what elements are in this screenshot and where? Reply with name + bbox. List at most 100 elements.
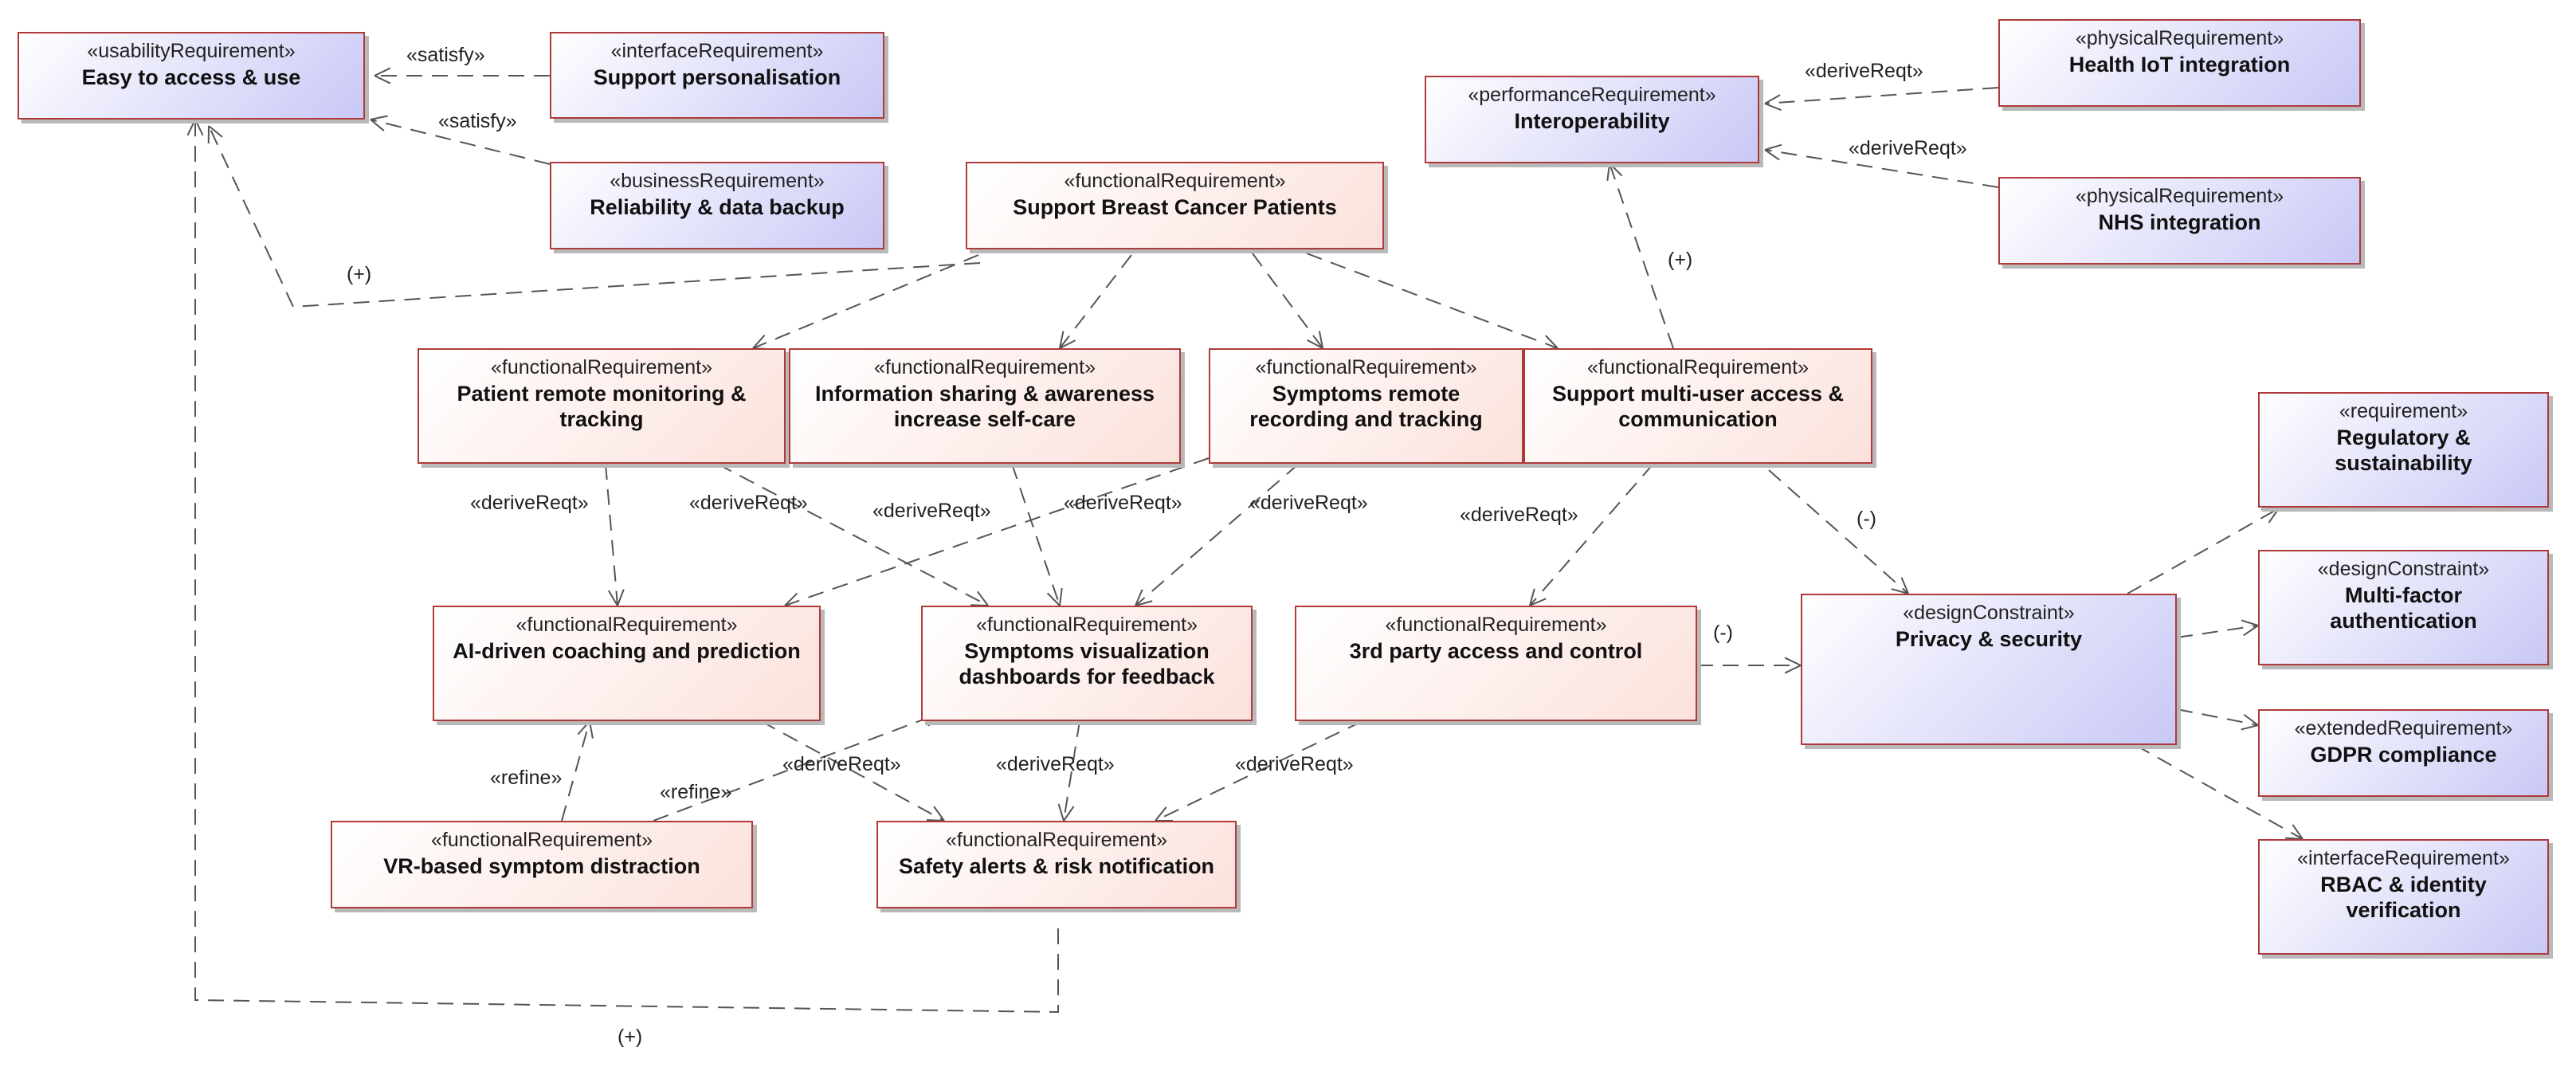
requirement-name: Information sharing & awareness increase… — [814, 382, 1155, 431]
arrowhead — [1307, 339, 1323, 349]
requirement-name: GDPR compliance — [2310, 743, 2497, 767]
dashed-line — [208, 125, 981, 308]
dependency-connector — [1011, 463, 1063, 606]
arrowhead — [2241, 724, 2259, 731]
connector-label: «satisfy» — [406, 44, 485, 66]
stereotype-label: «physicalRequirement» — [2075, 185, 2284, 207]
stereotype-label: «performanceRequirement» — [1468, 84, 1716, 106]
dependency-connector — [760, 720, 945, 822]
arrowhead — [1606, 163, 1610, 181]
requirement-name: Reliability & data backup — [590, 195, 845, 219]
dashed-line — [1764, 87, 1999, 104]
connector-label: «deriveReqt» — [1805, 60, 1923, 82]
connector-label: «refine» — [660, 781, 732, 803]
stereotype-label: «functionalRequirement» — [976, 614, 1198, 636]
requirement-third[interactable]: «functionalRequirement»3rd party access … — [1295, 606, 1697, 721]
requirement-ai[interactable]: «functionalRequirement»AI-driven coachin… — [433, 606, 821, 721]
arrowhead — [1529, 598, 1547, 606]
dashed-line — [716, 463, 989, 606]
requirement-name: NHS integration — [2098, 210, 2261, 234]
arrowhead — [194, 119, 204, 136]
connector-label: «satisfy» — [438, 110, 517, 132]
requirement-reg[interactable]: «requirement»Regulatory & sustainability — [2258, 392, 2549, 508]
stereotype-label: «functionalRequirement» — [431, 829, 653, 851]
dashed-line — [2135, 744, 2304, 840]
stereotype-label: «functionalRequirement» — [874, 356, 1096, 379]
arrowhead — [1764, 143, 1782, 151]
arrowhead — [1059, 339, 1076, 349]
requirement-name: VR-based symptom distraction — [383, 854, 700, 878]
arrowhead — [926, 818, 945, 822]
requirement-name: Privacy & security — [1895, 627, 2083, 651]
arrowhead — [607, 590, 618, 606]
requirement-dash[interactable]: «functionalRequirement»Symptoms visualiz… — [921, 606, 1253, 721]
dependency-connector — [1764, 143, 1999, 188]
requirement-support[interactable]: «functionalRequirement»Support Breast Ca… — [966, 162, 1384, 249]
requirement-nhs[interactable]: «physicalRequirement» NHS integration — [1998, 177, 2361, 265]
arrowhead — [1764, 94, 1781, 104]
stereotype-label: «designConstraint» — [1903, 602, 2075, 624]
requirement-personal[interactable]: «interfaceRequirement»Support personalis… — [550, 32, 884, 119]
arrowhead — [1609, 163, 1623, 177]
requirement-reliab[interactable]: «businessRequirement» Reliability & data … — [550, 162, 884, 249]
arrowhead — [933, 806, 945, 822]
requirement-name: Interoperability — [1514, 109, 1670, 133]
stereotype-label: «physicalRequirement» — [2075, 27, 2284, 49]
connector-label: «deriveReqt» — [996, 753, 1115, 775]
arrowhead — [1891, 588, 1909, 594]
requirement-mfa[interactable]: «designConstraint»Multi-factor authentic… — [2258, 550, 2549, 665]
requirement-symrec[interactable]: «functionalRequirement»Symptoms remote r… — [1209, 348, 1523, 464]
requirement-iot[interactable]: «physicalRequirement»Health IoT integrat… — [1998, 19, 2361, 107]
arrowhead — [2268, 508, 2280, 524]
dashed-line — [1135, 463, 1300, 606]
requirement-vr[interactable]: «functionalRequirement» VR-based symptom … — [331, 821, 753, 908]
arrowhead — [1059, 588, 1063, 606]
dashed-line — [752, 254, 979, 349]
arrowhead — [374, 67, 391, 76]
stereotype-label: «interfaceRequirement» — [610, 40, 824, 62]
dashed-line — [1155, 720, 1363, 822]
connector-label: «deriveReqt» — [470, 492, 589, 514]
requirement-interop[interactable]: «performanceRequirement» Interoperability — [1425, 76, 1759, 163]
requirement-monitor[interactable]: «functionalRequirement»Patient remote mo… — [418, 348, 786, 464]
arrowhead — [752, 334, 766, 349]
dependency-connector — [374, 67, 550, 84]
arrowhead — [370, 115, 388, 120]
requirement-multi[interactable]: «functionalRequirement» Support multi-use… — [1523, 348, 1872, 464]
stereotype-label: «functionalRequirement» — [491, 356, 712, 379]
requirement-info[interactable]: «functionalRequirement» Information shari… — [789, 348, 1181, 464]
stereotype-label: «functionalRequirement» — [516, 614, 738, 636]
dashed-line — [1252, 253, 1323, 349]
arrowhead — [577, 720, 590, 736]
requirement-safety[interactable]: «functionalRequirement»Safety alerts & r… — [876, 821, 1237, 908]
dashed-line — [1768, 469, 1909, 594]
dashed-line — [1609, 163, 1674, 349]
requirement-name: Symptoms remote recording and tracking — [1249, 382, 1483, 431]
requirement-easy[interactable]: «usabilityRequirement»Easy to access & u… — [18, 32, 365, 120]
dependency-connector — [784, 457, 1210, 609]
dependency-connector — [1529, 463, 1654, 606]
dependency-connector — [370, 115, 551, 165]
stereotype-label: «usabilityRequirement» — [87, 40, 296, 62]
arrowhead — [1764, 149, 1780, 161]
requirement-rbac[interactable]: «interfaceRequirement»RBAC & identity ve… — [2258, 839, 2549, 955]
arrowhead — [2260, 508, 2280, 511]
dashed-line — [2127, 508, 2280, 594]
dependency-connector — [2176, 619, 2259, 638]
dashed-line — [653, 712, 941, 822]
requirement-privacy[interactable]: «designConstraint» Privacy & security — [1801, 594, 2177, 745]
dependency-connector — [1768, 469, 1909, 594]
requirement-name: Support multi-user access & communicatio… — [1551, 382, 1845, 431]
dependency-connector — [1135, 463, 1300, 606]
requirement-gdpr[interactable]: «extendedRequirement»GDPR compliance — [2258, 709, 2549, 797]
arrowhead — [2243, 713, 2259, 726]
stereotype-label: «businessRequirement» — [610, 170, 825, 192]
arrowhead — [617, 589, 625, 606]
connector-label: (+) — [1668, 249, 1693, 271]
requirement-name: RBAC & identity verification — [2320, 873, 2487, 922]
dependency-connector — [1252, 253, 1323, 349]
arrowhead — [1155, 806, 1167, 822]
dashed-line — [1059, 254, 1132, 349]
stereotype-label: «functionalRequirement» — [1587, 356, 1809, 379]
